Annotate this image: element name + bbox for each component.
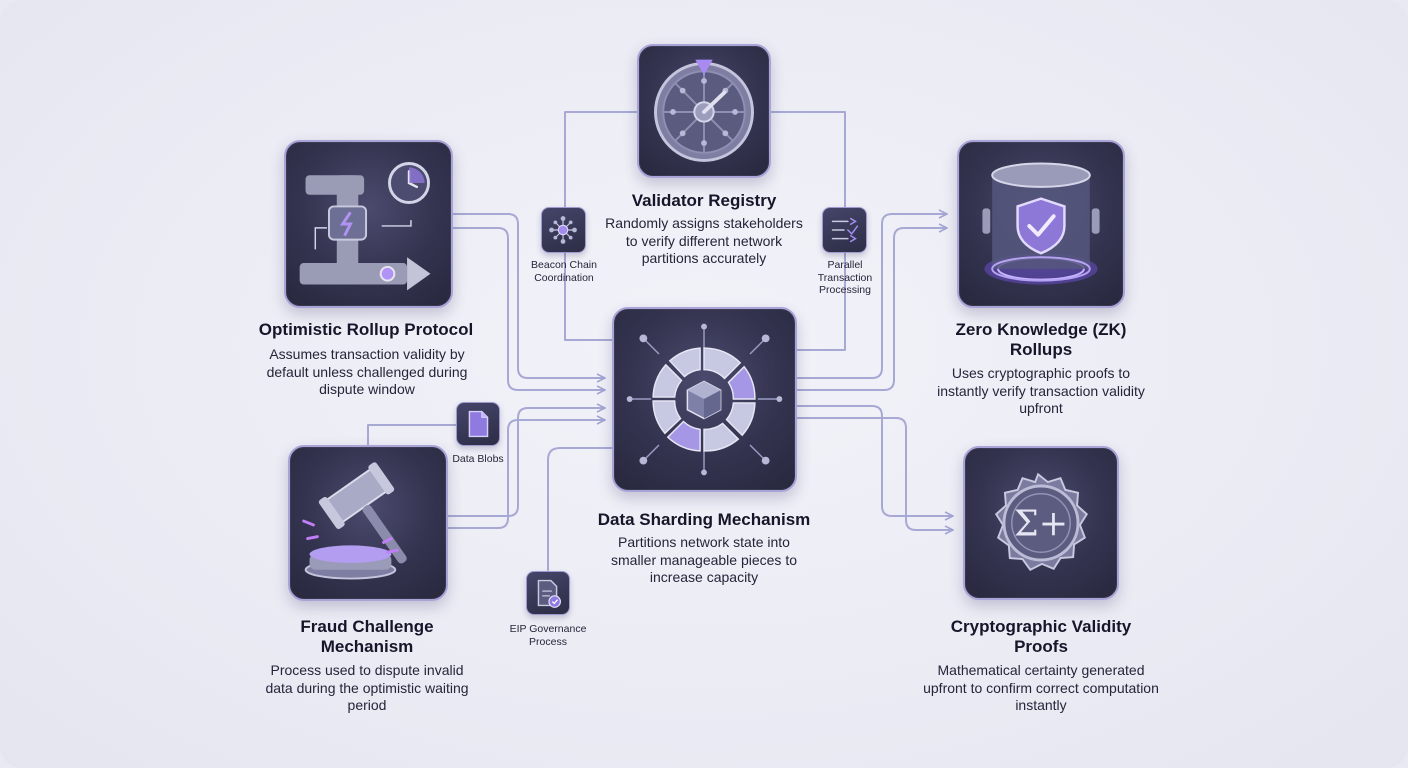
line-fraud-1	[447, 408, 604, 517]
line-eip	[547, 447, 613, 571]
optimistic-rollup-description: Assumes transaction validity by default …	[266, 346, 468, 397]
document-badge-icon	[537, 579, 561, 608]
parallel-processing-badge[interactable]	[822, 207, 867, 253]
gavel-icon	[302, 462, 407, 580]
validator-registry-title: Validator Registry	[631, 191, 777, 210]
beacon-chain-badge[interactable]	[541, 207, 586, 253]
parallel-lines-icon	[831, 217, 859, 243]
sigma-seal-icon: Σ+	[994, 472, 1089, 571]
validator-registry-description: Randomly assigns stakeholders to verify …	[605, 215, 803, 266]
data-sharding-tile[interactable]	[612, 307, 797, 492]
validator-registry-tile[interactable]	[637, 44, 771, 178]
roulette-wheel-icon	[654, 59, 754, 162]
shard-ring-cube-icon	[626, 323, 783, 476]
data-blobs-label: Data Blobs	[452, 453, 504, 465]
line-proofs-2	[796, 417, 952, 530]
eip-governance-label: EIP Governance Process	[509, 623, 587, 648]
line-zk-2	[796, 228, 946, 391]
cryptographic-proofs-tile[interactable]: Σ+	[963, 446, 1119, 600]
optimistic-rollup-tile[interactable]	[284, 140, 453, 308]
pipe-clock-icon	[299, 162, 431, 291]
line-zk-1	[796, 214, 946, 379]
optimistic-rollup-title: Optimistic Rollup Protocol	[258, 320, 474, 339]
line-optimistic-2	[452, 227, 604, 390]
data-blobs-badge[interactable]	[456, 402, 500, 446]
cryptographic-proofs-title: Cryptographic Validity Proofs	[950, 617, 1132, 656]
data-sharding-title: Data Sharding Mechanism	[597, 510, 811, 529]
shield-cylinder-icon	[982, 162, 1100, 285]
zk-rollups-tile[interactable]	[957, 140, 1125, 308]
eip-governance-badge[interactable]	[526, 571, 570, 615]
zk-rollups-description: Uses cryptographic proofs to instantly v…	[937, 365, 1145, 416]
network-hub-icon	[549, 216, 577, 244]
line-fraud-2	[447, 420, 604, 529]
document-icon	[468, 410, 489, 438]
data-sharding-description: Partitions network state into smaller ma…	[611, 534, 797, 585]
fraud-challenge-description: Process used to dispute invalid data dur…	[265, 662, 469, 713]
svg-text:Σ+: Σ+	[1014, 504, 1068, 545]
cryptographic-proofs-description: Mathematical certainty generated upfront…	[923, 662, 1159, 713]
line-proofs-1	[796, 405, 952, 516]
beacon-chain-label: Beacon Chain Coordination	[531, 259, 597, 284]
zk-rollups-title: Zero Knowledge (ZK) Rollups	[955, 320, 1127, 359]
line-optimistic-1	[452, 213, 604, 378]
fraud-challenge-tile[interactable]	[288, 445, 448, 601]
fraud-challenge-title: Fraud Challenge Mechanism	[300, 617, 434, 656]
line-blobs	[367, 424, 457, 446]
parallel-processing-label: Parallel Transaction Processing	[817, 259, 873, 296]
